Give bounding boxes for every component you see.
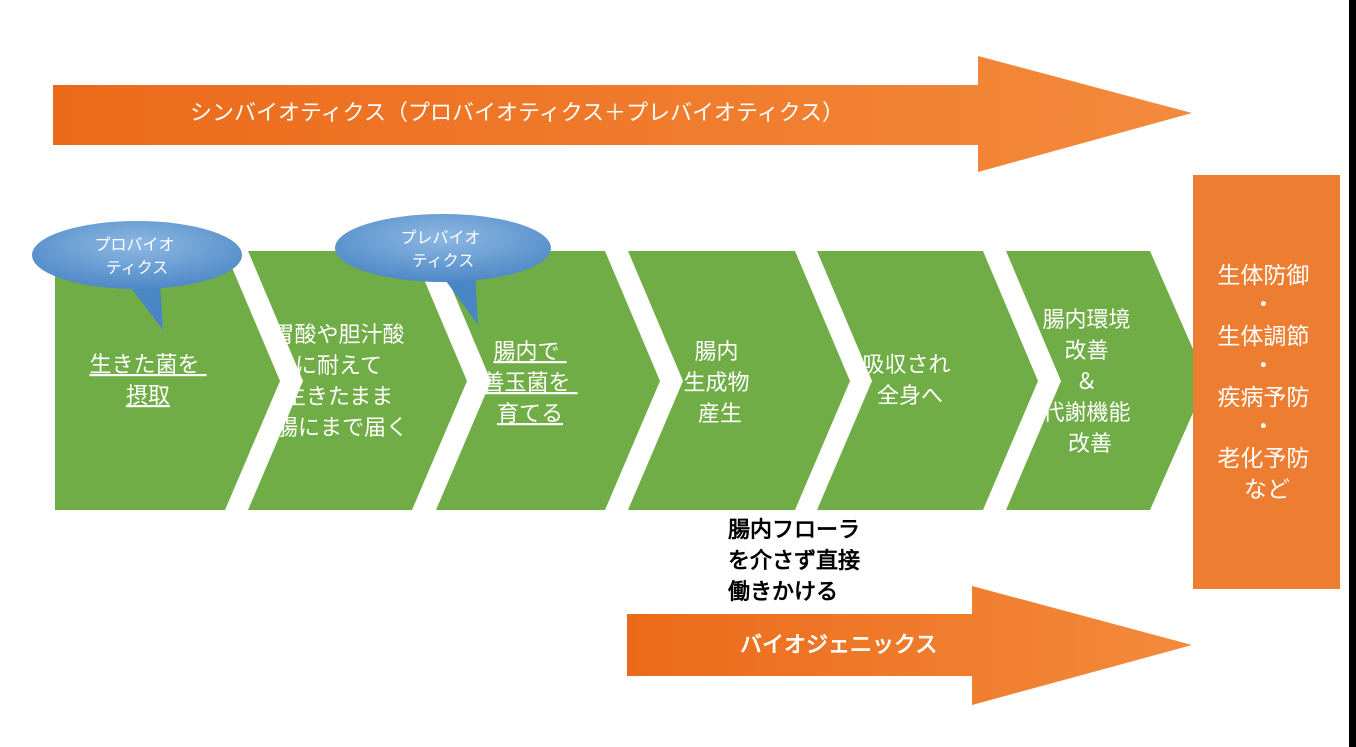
direct-action-note: 腸内フローラ を介さず直接 働きかける <box>727 518 868 605</box>
process-steps: 生きた菌を 摂取 胃酸や胆汁酸 に耐えて 生きたまま 腸にまで届く 腸内で 善玉… <box>55 251 1207 510</box>
step-label-2: 胃酸や胆汁酸 に耐えて 生きたまま 腸にまで届く <box>272 323 411 441</box>
step-shape-1 <box>55 251 280 510</box>
outcome-box-shape <box>1193 175 1340 589</box>
probiotics-bubble: プロバイオ ティクス <box>32 221 242 330</box>
probiotics-bubble-tail <box>125 280 163 330</box>
step-label-3: 腸内で 善玉菌を 育てる <box>482 340 577 427</box>
step-label-6: 腸内環境 改善 ＆ 代謝機能 改善 <box>1042 308 1137 457</box>
prebiotics-bubble-tail <box>438 270 478 325</box>
biogenics-banner-label: バイオジェニックス <box>740 633 937 658</box>
synbiotics-banner-label: シンバイオティクス（プロバイオティクス＋プレバイオティクス） <box>190 101 844 126</box>
prebiotics-bubble: プレバイオ ティクス <box>335 214 551 325</box>
step-shape-3 <box>436 251 660 510</box>
outcome-box: 生体防御 ・ 生体調節 ・ 疾病予防 ・ 老化予防 など <box>1193 175 1340 589</box>
step-label-4: 腸内 生成物 産生 <box>683 340 756 427</box>
synbiotics-arrow-shape <box>53 56 1192 172</box>
synbiotics-banner-arrow: シンバイオティクス（プロバイオティクス＋プレバイオティクス） <box>53 56 1192 172</box>
step-shape-2 <box>248 251 467 510</box>
right-border <box>1349 0 1356 747</box>
probiotics-bubble-label: プロバイオ ティクス <box>94 235 179 277</box>
prebiotics-bubble-body <box>335 214 551 282</box>
probiotics-bubble-body <box>32 221 242 289</box>
biogenics-arrow-shape <box>627 586 1192 705</box>
step-label-1: 生きた菌を 摂取 <box>89 353 206 409</box>
step-shape-6 <box>1006 251 1207 510</box>
step-shape-5 <box>817 251 1038 510</box>
step-shape-4 <box>628 251 850 510</box>
outcome-label: 生体防御 ・ 生体調節 ・ 疾病予防 ・ 老化予防 など <box>1217 263 1316 503</box>
biogenics-banner-arrow: バイオジェニックス <box>627 586 1192 705</box>
step-label-5: 吸収され 全身へ <box>862 353 957 409</box>
prebiotics-bubble-label: プレバイオ ティクス <box>400 228 485 270</box>
